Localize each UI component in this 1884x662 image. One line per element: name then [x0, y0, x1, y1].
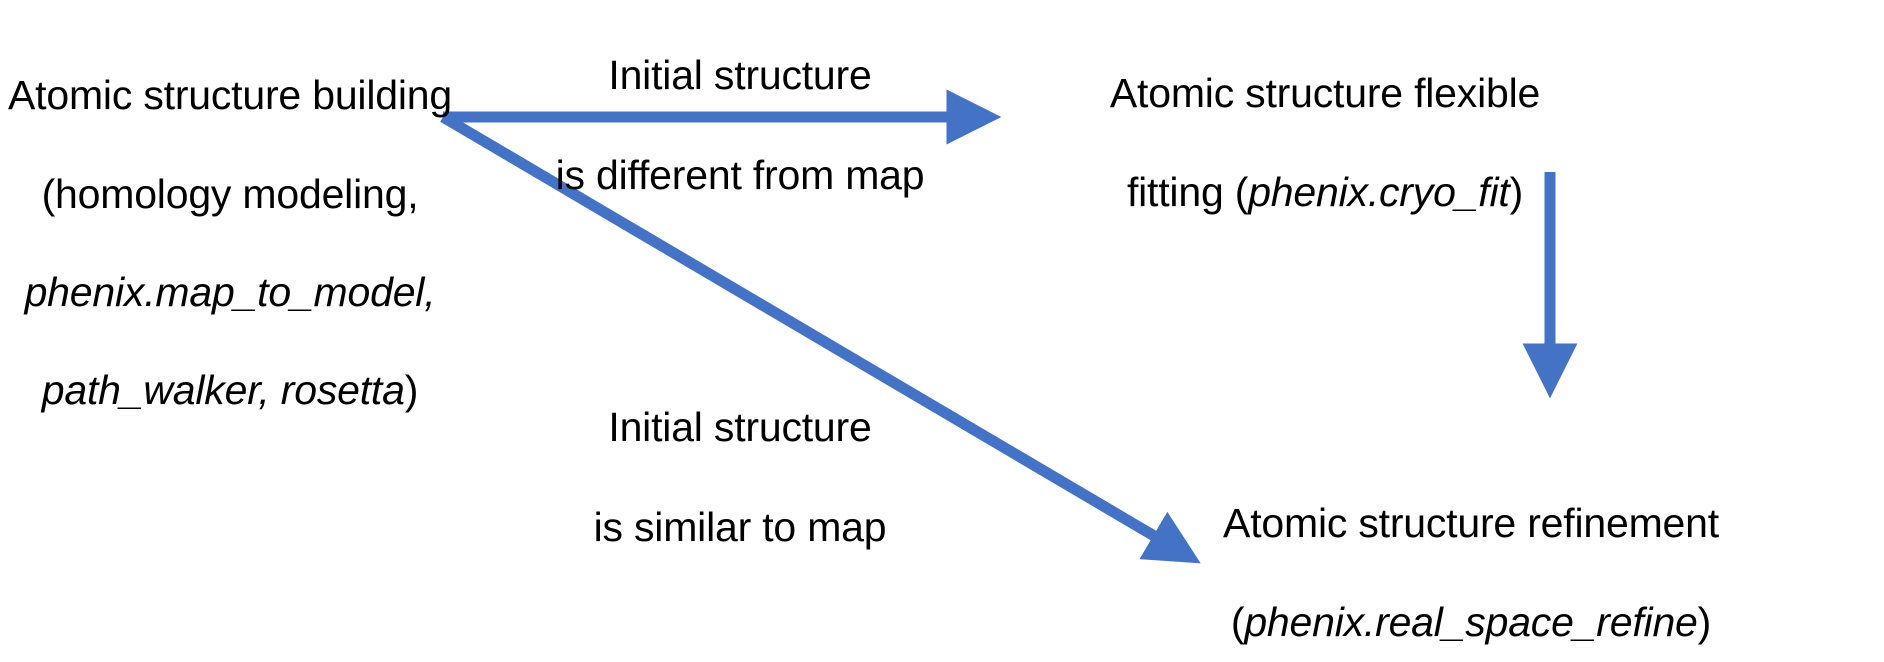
- code-ref: phenix.real_space_refine: [1244, 598, 1698, 645]
- code-ref: phenix.cryo_fit: [1248, 168, 1510, 215]
- paren: ): [404, 367, 419, 414]
- node-line: phenix.map_to_model,: [0, 268, 460, 317]
- node-line: (phenix.real_space_refine): [1058, 598, 1884, 647]
- edge-label-line: is different from map: [555, 152, 925, 199]
- code-ref: path_walker, rosetta: [41, 367, 405, 414]
- paren: ): [1697, 598, 1712, 645]
- edge-label-line: is similar to map: [593, 504, 887, 551]
- edge-label-initial-structure-similar: Initial structure is similar to map: [520, 352, 960, 602]
- node-line: path_walker, rosetta): [0, 366, 460, 415]
- edge-label-initial-structure-different: Initial structure is different from map: [520, 0, 960, 250]
- arrow-building-to-refinement: [440, 112, 1201, 564]
- paren: (: [1230, 598, 1245, 645]
- node-line: (homology modeling,: [41, 170, 419, 217]
- node-text: fitting (: [1126, 168, 1249, 215]
- edge-label-line: Initial structure: [608, 404, 872, 451]
- node-atomic-structure-building[interactable]: Atomic structure building (homology mode…: [0, 22, 460, 465]
- paren: ): [1509, 168, 1524, 215]
- node-line: Atomic structure refinement: [1223, 500, 1719, 547]
- node-atomic-structure-flexible-fitting[interactable]: Atomic structure flexible fitting (pheni…: [1075, 20, 1575, 266]
- edge-label-line: Initial structure: [608, 52, 872, 99]
- code-ref: phenix.map_to_model,: [24, 268, 436, 315]
- node-line: Atomic structure building: [8, 72, 452, 119]
- node-line: Atomic structure flexible: [1109, 70, 1541, 117]
- node-line: fitting (phenix.cryo_fit): [1075, 168, 1575, 217]
- node-atomic-structure-refinement[interactable]: Atomic structure refinement (phenix.real…: [1058, 450, 1884, 662]
